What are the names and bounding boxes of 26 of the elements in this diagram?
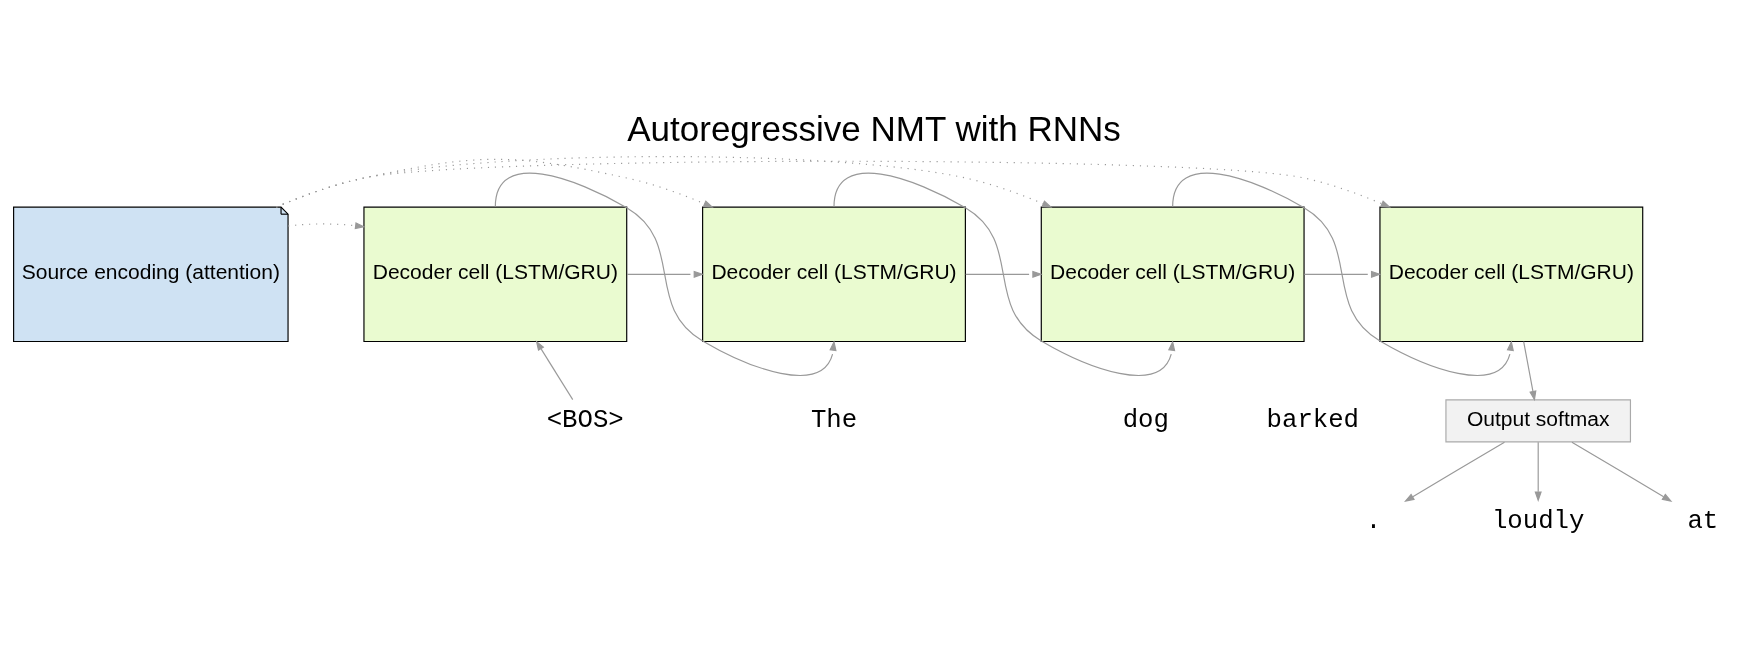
label: The — [810, 405, 858, 435]
node-text: . — [1365, 506, 1382, 536]
node-box: Decoder cell (LSTM/GRU) — [363, 206, 628, 342]
node-box: Output softmax — [1445, 398, 1632, 442]
arrow — [626, 270, 705, 278]
node-box: Decoder cell (LSTM/GRU) — [1379, 206, 1644, 342]
arrow — [1523, 340, 1537, 401]
arrow — [965, 270, 1043, 278]
arrow — [275, 160, 1392, 208]
label: barked — [1266, 405, 1360, 435]
node-text: <BOS> — [546, 405, 624, 435]
node-text: at — [1687, 506, 1719, 536]
label: dog — [1122, 405, 1169, 435]
arrow — [1534, 441, 1542, 502]
arrow — [833, 172, 1176, 376]
node-box: Decoder cell (LSTM/GRU) — [702, 206, 966, 342]
arrow — [494, 172, 837, 376]
arrow — [535, 339, 574, 400]
arrow — [1303, 270, 1382, 278]
diagram-title: Autoregressive NMT with RNNs — [627, 108, 1121, 148]
arrow — [287, 221, 366, 229]
arrow — [1404, 441, 1506, 502]
node-text: loudly — [1491, 506, 1585, 536]
arrow — [1571, 441, 1673, 502]
arrow — [1172, 172, 1514, 376]
node-box: Decoder cell (LSTM/GRU) — [1040, 206, 1305, 342]
